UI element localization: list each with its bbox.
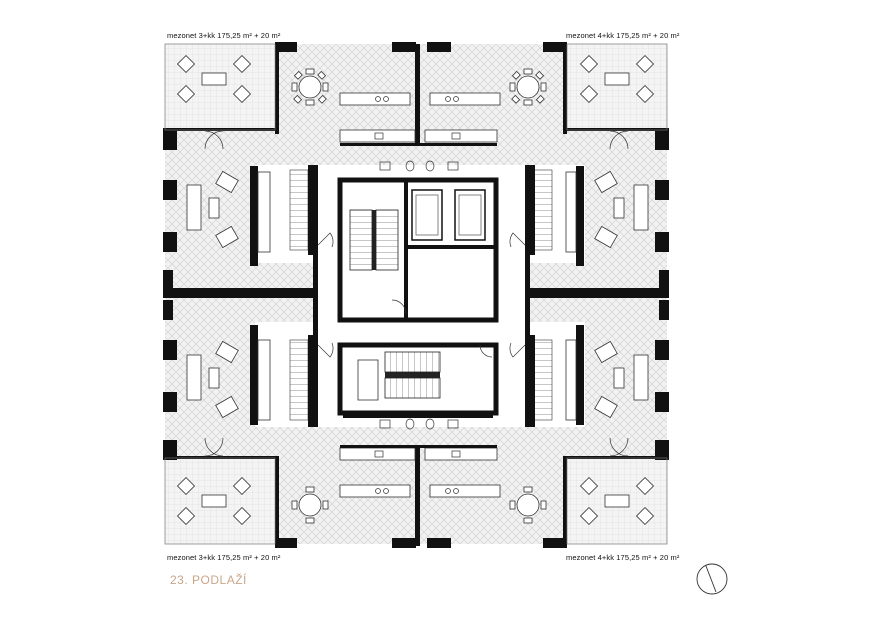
core-walls xyxy=(313,165,530,427)
living-seating xyxy=(186,170,649,419)
kitchens xyxy=(339,92,501,498)
terrace-furniture xyxy=(176,54,655,526)
side-stairs xyxy=(250,165,584,427)
outer-walls xyxy=(163,42,669,548)
dining-tables xyxy=(291,68,547,524)
apartment-label-top-right: mezonet 4+kk 175,25 m² + 20 m² xyxy=(566,31,680,40)
doors xyxy=(204,130,629,457)
terrace-top-left xyxy=(164,43,278,131)
apartment-label-top-left: mezonet 3+kk 175,25 m² + 20 m² xyxy=(167,31,281,40)
north-arrow-icon xyxy=(696,563,728,595)
apartment-label-bottom-left: mezonet 3+kk 175,25 m² + 20 m² xyxy=(167,553,281,562)
apartment-label-bottom-right: mezonet 4+kk 175,25 m² + 20 m² xyxy=(566,553,680,562)
terrace-top-right xyxy=(566,43,668,131)
floor-title: 23. PODLAŽÍ xyxy=(170,573,247,587)
